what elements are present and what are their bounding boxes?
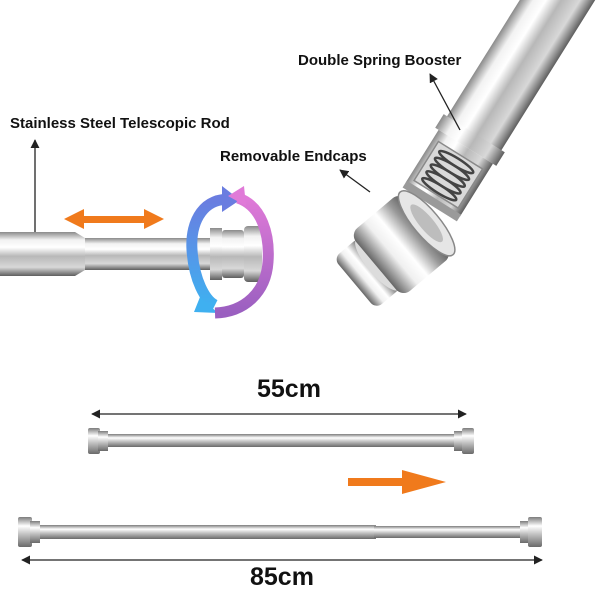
rod-55cm <box>88 409 474 454</box>
spring-booster-rod <box>402 0 600 222</box>
pointer-endcap <box>339 169 371 193</box>
rotate-arrows-icon <box>186 186 274 319</box>
telescopic-rod-closeup <box>0 226 262 282</box>
label-length-min: 55cm <box>257 375 321 403</box>
removable-endcap <box>336 190 456 306</box>
label-stainless-steel-rod: Stainless Steel Telescopic Rod <box>10 115 230 132</box>
pointer-spring <box>429 73 461 131</box>
spring-coil <box>420 149 475 202</box>
double-arrow-icon <box>64 209 164 229</box>
label-double-spring-booster: Double Spring Booster <box>298 52 462 69</box>
label-removable-endcaps: Removable Endcaps <box>220 148 367 165</box>
right-arrow-icon <box>348 470 446 494</box>
rod-85cm <box>18 517 543 565</box>
label-length-max: 85cm <box>250 563 314 591</box>
